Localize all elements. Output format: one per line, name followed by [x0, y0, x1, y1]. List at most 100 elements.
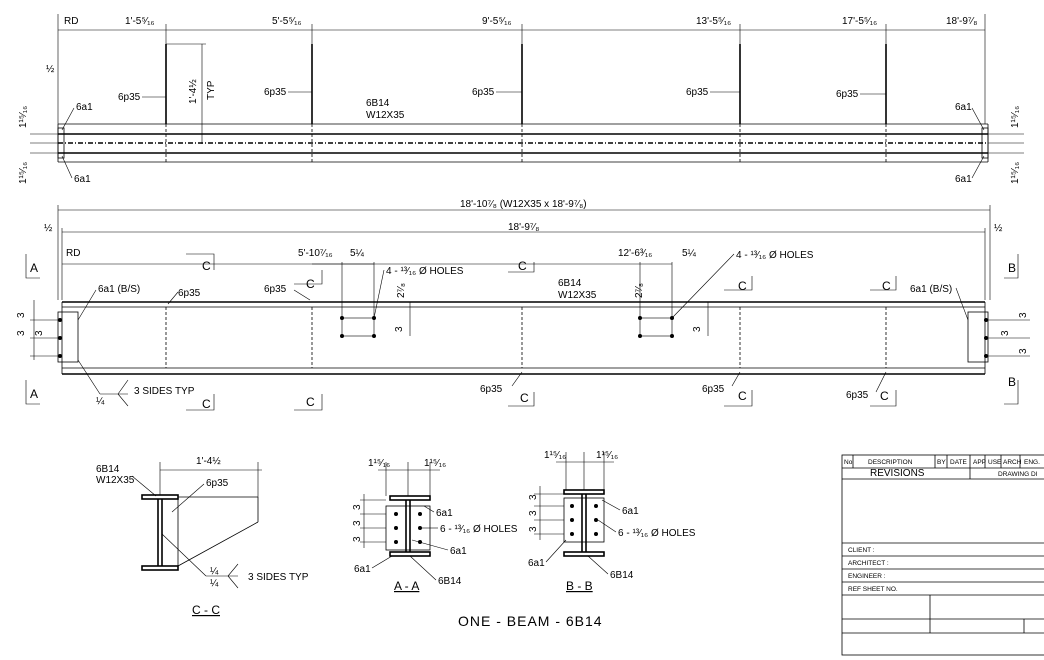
- elev-side-3-3: 3: [34, 330, 45, 336]
- plan-view: RD 1'-5⁵⁄₁₆ 5'-5⁵⁄₁₆ 9'-5⁵⁄₁₆ 13'-5⁵⁄₁₆ …: [18, 14, 1024, 185]
- cc-weld: 6p35: [206, 478, 229, 489]
- aa-three-1: 3: [352, 504, 363, 510]
- sec-b-bot: B: [1008, 375, 1016, 389]
- tb-eng: ENG.: [1024, 459, 1040, 466]
- plan-weld-6a1-bl: 6a1: [74, 174, 91, 185]
- elev-edge-right: 2⁷⁄₈: [634, 283, 645, 298]
- plan-flange-left-bot: 1¹⁵⁄₁₆: [18, 162, 29, 184]
- section-bb: 1¹⁵⁄₁₆ 1¹⁵⁄₁₆ 3 3 3 6a1 6 - ¹³⁄₁₆ Ø HOLE…: [528, 450, 696, 593]
- tb-date: DATE: [950, 459, 968, 466]
- elev-side-3-2: 3: [16, 330, 27, 336]
- tb-ref: REF SHEET NO.: [848, 586, 898, 593]
- tb-no: No: [844, 459, 853, 466]
- tb-by: BY: [937, 459, 946, 466]
- elev-side-3-1: 3: [16, 312, 27, 318]
- sec-c-3: C: [306, 395, 315, 409]
- plan-weld-6a1-br: 6a1: [955, 174, 972, 185]
- sec-c-2: C: [202, 397, 211, 411]
- elev-edge-left: 2⁷⁄₈: [396, 283, 407, 298]
- elev-weld-6p35-2: 6p35: [264, 284, 287, 295]
- plan-dim-4: 13'-5⁵⁄₁₆: [696, 16, 731, 27]
- plan-mark: 6B14: [366, 98, 390, 109]
- aa-dim-right: 1¹⁵⁄₁₆: [424, 458, 446, 469]
- elev-weld-6p35-1: 6p35: [178, 288, 201, 299]
- tb-client: CLIENT :: [848, 547, 875, 554]
- elev-half-left: ½: [44, 223, 53, 234]
- sec-c-1: C: [202, 259, 211, 273]
- plan-dim-3: 9'-5⁵⁄₁₆: [482, 16, 512, 27]
- bb-mark: 6B14: [610, 570, 634, 581]
- sec-c-10: C: [880, 389, 889, 403]
- elev-holes-left: 4 - ¹³⁄₁₆ Ø HOLES: [386, 266, 464, 277]
- elev-hole-dim-left: 5'-10⁷⁄₁₆: [298, 248, 333, 259]
- sec-c-7: C: [738, 279, 747, 293]
- plan-typ: TYP: [206, 80, 217, 100]
- tb-use: USE: [988, 459, 1002, 466]
- elev-mark: 6B14: [558, 278, 582, 289]
- tb-app: APP: [973, 459, 986, 466]
- aa-mark: 6B14: [438, 576, 462, 587]
- bb-three-1: 3: [528, 494, 539, 500]
- aa-three-2: 3: [352, 520, 363, 526]
- tb-arch: ARCH: [1003, 459, 1022, 466]
- elev-spacing-right: 5¼: [682, 247, 697, 259]
- aa-holes: 6 - ¹³⁄₁₆ Ø HOLES: [440, 524, 518, 535]
- aa-weld-right: 6a1: [450, 546, 467, 557]
- elev-side-3-5: 3: [1018, 312, 1029, 318]
- plan-dim-1: 1'-5⁵⁄₁₆: [125, 16, 155, 27]
- aa-three-3: 3: [352, 536, 363, 542]
- sec-c-6: C: [520, 391, 529, 405]
- elev-half-right: ½: [994, 223, 1003, 234]
- elev-three-left: 3: [394, 326, 405, 332]
- aa-weld-top: 6a1: [436, 508, 453, 519]
- section-cc: 1'-4½ 6B14 W12X35 6p35 ¼ ¼ 3 SIDES TYP C…: [96, 456, 309, 617]
- tb-description: DESCRIPTION: [868, 459, 913, 466]
- plan-weld-6a1-tl: 6a1: [76, 102, 93, 113]
- elev-weld-6p35-5: 6p35: [846, 390, 869, 401]
- sec-b-top: B: [1008, 261, 1016, 275]
- plan-weld-6p35-5: 6p35: [836, 89, 859, 100]
- elev-weld-6a1-left: 6a1 (B/S): [98, 284, 140, 295]
- plan-section: W12X35: [366, 110, 405, 121]
- bb-dim-right: 1¹⁵⁄₁₆: [596, 450, 618, 461]
- bb-weld-top: 6a1: [622, 506, 639, 517]
- elev-spacing-left: 5¼: [350, 247, 365, 259]
- sec-c-4: C: [306, 277, 315, 291]
- plan-half: ½: [46, 64, 55, 75]
- cc-three-sides: 3 SIDES TYP: [248, 572, 309, 583]
- plan-flange-right-top: 1¹⁵⁄₁₆: [1010, 106, 1021, 128]
- aa-weld-left: 6a1: [354, 564, 371, 575]
- tb-architect: ARCHITECT :: [848, 560, 889, 567]
- tb-revisions: REVISIONS: [870, 468, 925, 479]
- drawing-title: ONE - BEAM - 6B14: [458, 613, 603, 629]
- cc-label: C - C: [192, 603, 220, 617]
- sec-c-8: C: [738, 389, 747, 403]
- elev-overall: 18'-10⁷⁄₈ (W12X35 x 18'-9⁷⁄₈): [460, 199, 587, 210]
- elev-quarter: ¼: [96, 395, 105, 407]
- elev-three-right: 3: [692, 326, 703, 332]
- plan-dim-6: 18'-9⁷⁄₈: [946, 16, 977, 27]
- cc-quarter-top: ¼: [210, 565, 219, 577]
- plan-typ-dim: 1'-4½: [188, 79, 199, 104]
- cc-dim: 1'-4½: [196, 456, 221, 467]
- elev-weld-6p35-4: 6p35: [702, 384, 725, 395]
- cc-quarter-bot: ¼: [210, 577, 219, 589]
- aa-label: A - A: [394, 579, 419, 593]
- plan-weld-6a1-tr: 6a1: [955, 102, 972, 113]
- sec-a-top: A: [30, 261, 38, 275]
- plan-weld-6p35-1: 6p35: [118, 92, 141, 103]
- elev-hole-dim-right: 12'-6³⁄₁₆: [618, 248, 652, 259]
- bb-three-3: 3: [528, 526, 539, 532]
- elev-three-sides: 3 SIDES TYP: [134, 386, 195, 397]
- cc-mark: 6B14: [96, 464, 120, 475]
- elev-side-3-4: 3: [1000, 330, 1011, 336]
- plan-dim-2: 5'-5⁵⁄₁₆: [272, 16, 302, 27]
- plan-flange-left-top: 1¹⁵⁄₁₆: [18, 106, 29, 128]
- plan-dim-5: 17'-5⁵⁄₁₆: [842, 16, 877, 27]
- elev-side-3-6: 3: [1018, 348, 1029, 354]
- tb-drawing: DRAWING DI: [998, 471, 1038, 478]
- elev-weld-6a1-right: 6a1 (B/S): [910, 284, 952, 295]
- sec-c-9: C: [882, 279, 891, 293]
- elev-holes-right: 4 - ¹³⁄₁₆ Ø HOLES: [736, 250, 814, 261]
